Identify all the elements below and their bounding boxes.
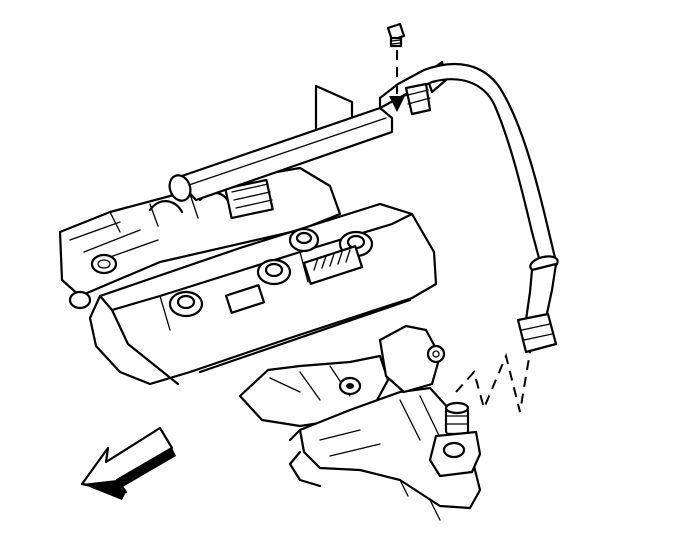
ignition-coils [168,227,374,318]
assembly-leaders [389,50,531,413]
bolt [386,22,406,48]
heater-hose [168,62,559,322]
coolant-outlet [428,401,482,478]
direction-arrow [80,426,176,500]
exhaust-manifold [288,324,482,521]
intake-manifold [58,166,342,310]
hose-fitting [516,312,558,354]
